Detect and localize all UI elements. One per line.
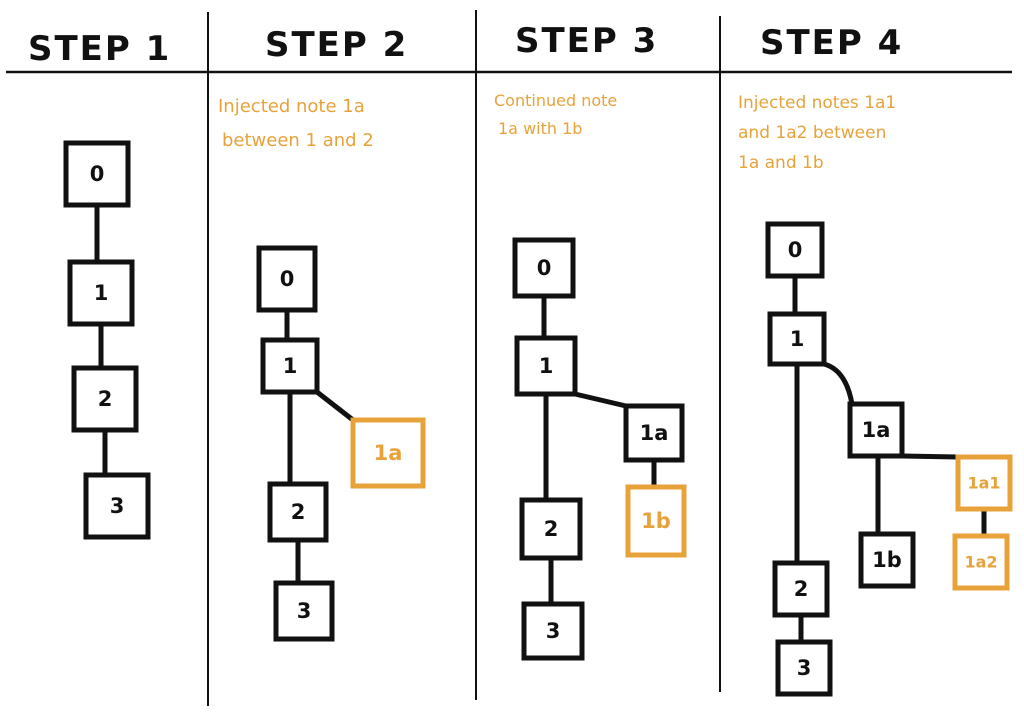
node-label: 2 <box>98 387 113 411</box>
note-line: 1a and 1b <box>738 153 824 173</box>
node-label: 1b <box>641 509 671 533</box>
note-line: and 1a2 between <box>738 123 886 143</box>
node-1a-highlighted: 1a <box>350 417 426 489</box>
node-label: 3 <box>546 619 561 643</box>
node-label: 1a2 <box>964 553 997 572</box>
node-box <box>775 639 833 697</box>
node-label: 1a <box>862 418 891 442</box>
note-line: Injected notes 1a1 <box>738 93 896 113</box>
node-box <box>512 237 576 299</box>
note-line: Injected note 1a <box>218 96 365 117</box>
node-box <box>83 472 151 540</box>
node-box <box>767 311 827 367</box>
edges-layer <box>94 205 987 642</box>
node-1: 1 <box>514 335 578 397</box>
node-label: 1a1 <box>967 474 1000 493</box>
node-0: 0 <box>256 245 318 313</box>
node-label: 1 <box>539 354 554 378</box>
node-label: 2 <box>291 500 306 524</box>
node-3: 3 <box>521 601 585 661</box>
node-1: 1 <box>767 311 827 367</box>
edge <box>901 453 959 460</box>
node-box <box>623 403 685 463</box>
edge <box>315 390 355 422</box>
step-2-title: STEP 2 <box>265 25 408 65</box>
node-2: 2 <box>71 365 139 433</box>
node-box <box>350 417 426 489</box>
node-label: 1a <box>640 421 669 445</box>
node-box <box>858 531 916 589</box>
node-2: 2 <box>519 497 583 561</box>
node-3: 3 <box>273 580 335 642</box>
node-label: 0 <box>280 267 295 291</box>
node-label: 0 <box>537 256 552 280</box>
node-box <box>952 533 1010 591</box>
node-box <box>955 454 1013 512</box>
node-box <box>67 259 135 327</box>
node-label: 1 <box>790 327 805 351</box>
node-label: 3 <box>297 599 312 623</box>
note-line: Continued note <box>494 91 617 110</box>
node-box <box>273 580 335 642</box>
step-1-title: STEP 1 <box>28 29 171 69</box>
note-line: 1a with 1b <box>498 119 582 138</box>
node-1a1-highlighted: 1a1 <box>955 454 1013 512</box>
node-1b: 1b <box>858 531 916 589</box>
node-box <box>765 221 825 279</box>
node-label: 0 <box>788 238 803 262</box>
step-3-title: STEP 3 <box>515 21 658 61</box>
edge <box>574 391 627 409</box>
node-box <box>847 401 905 459</box>
node-box <box>63 140 131 208</box>
node-label: 3 <box>110 494 125 518</box>
node-box <box>256 245 318 313</box>
node-box <box>514 335 578 397</box>
node-2: 2 <box>772 560 830 618</box>
node-1a2-highlighted: 1a2 <box>952 533 1010 591</box>
node-box <box>625 484 687 558</box>
node-label: 2 <box>544 517 559 541</box>
node-1: 1 <box>260 337 320 395</box>
step-2-note: Injected note 1a between 1 and 2 <box>218 96 374 151</box>
node-label: 1 <box>283 354 298 378</box>
node-box <box>519 497 583 561</box>
node-label: 2 <box>794 577 809 601</box>
note-line: between 1 and 2 <box>222 130 374 151</box>
node-box <box>267 481 329 543</box>
step-4-title: STEP 4 <box>760 23 903 63</box>
node-1: 1 <box>67 259 135 327</box>
step-3-note: Continued note 1a with 1b <box>494 91 617 138</box>
node-box <box>772 560 830 618</box>
node-1a: 1a <box>847 401 905 459</box>
node-3: 3 <box>775 639 833 697</box>
node-label: 1 <box>94 281 109 305</box>
step-4-note: Injected notes 1a1 and 1a2 between 1a an… <box>738 93 896 173</box>
node-label: 0 <box>90 162 105 186</box>
node-1a: 1a <box>623 403 685 463</box>
node-0: 0 <box>512 237 576 299</box>
node-0: 0 <box>765 221 825 279</box>
edge <box>823 361 855 405</box>
node-box <box>71 365 139 433</box>
node-3: 3 <box>83 472 151 540</box>
node-box <box>521 601 585 661</box>
node-label: 3 <box>797 656 812 680</box>
node-box <box>260 337 320 395</box>
node-label: 1a <box>374 441 403 465</box>
node-2: 2 <box>267 481 329 543</box>
node-0: 0 <box>63 140 131 208</box>
node-label: 1b <box>872 548 902 572</box>
node-1b-highlighted: 1b <box>625 484 687 558</box>
